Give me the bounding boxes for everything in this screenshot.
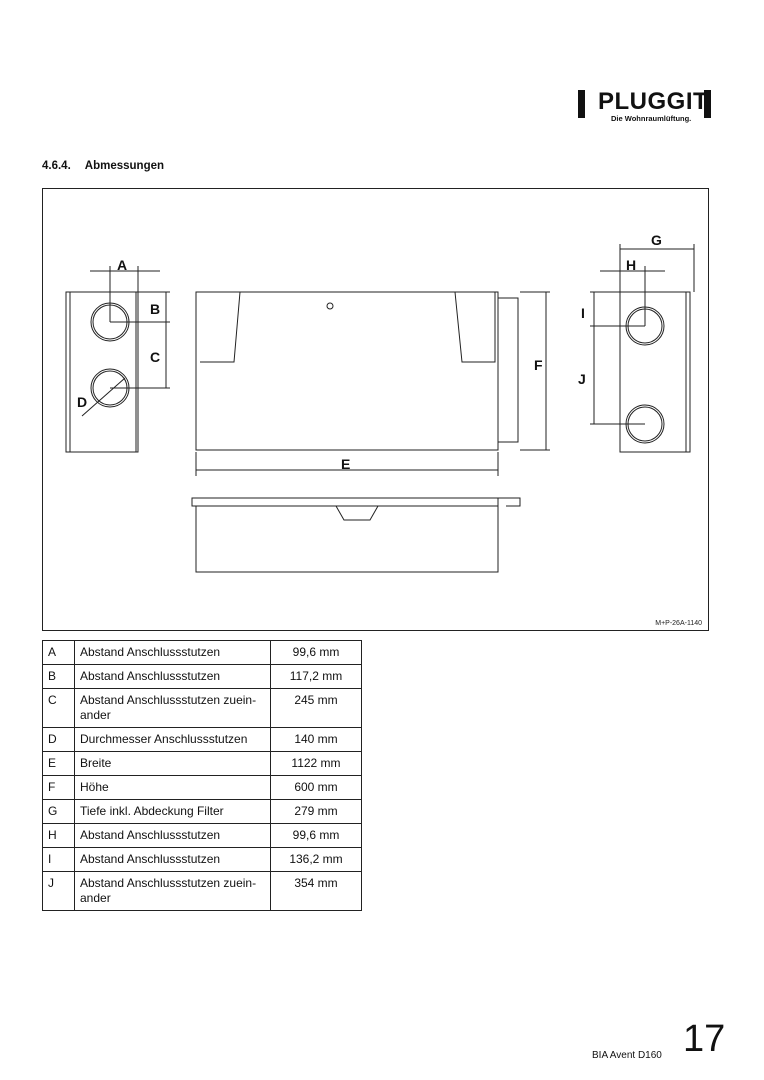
label-E: E	[341, 456, 350, 472]
label-C: C	[150, 349, 160, 365]
dimension-key: E	[42, 751, 75, 776]
drawing-id: M+P-26A-1140	[655, 620, 702, 627]
dimension-value: 1122 mm	[270, 751, 362, 776]
label-F: F	[534, 357, 543, 373]
dimension-description: Abstand Anschlussstutzen	[74, 847, 271, 872]
dimension-drawing: A B C D E F G H I J M+P-26A-1140	[42, 188, 709, 631]
dimension-value: 99,6 mm	[270, 823, 362, 848]
dimension-value: 354 mm	[270, 871, 362, 911]
dimension-key: B	[42, 664, 75, 689]
dimension-key: I	[42, 847, 75, 872]
section-title: Abmessungen	[84, 160, 165, 172]
front-view	[195, 291, 550, 476]
dimension-key: C	[42, 688, 75, 728]
dimension-description: Abstand Anschlussstutzen	[74, 664, 271, 689]
dimension-key: G	[42, 799, 75, 824]
dimension-key: J	[42, 871, 75, 911]
logo-bracket-left	[578, 90, 585, 118]
section-heading: 4.6.4. Abmessungen	[42, 160, 178, 172]
section-number: 4.6.4.	[42, 160, 71, 172]
right-side-view	[590, 244, 695, 453]
footer-product: BIA Avent D160	[592, 1050, 662, 1061]
technical-drawing: A B C D E F G H I J	[65, 232, 695, 573]
dimension-key: D	[42, 727, 75, 752]
label-A: A	[117, 257, 127, 273]
dimension-description: Abstand Anschlussstutzen zuein-ander	[74, 688, 271, 728]
label-H: H	[626, 257, 636, 273]
label-G: G	[651, 232, 662, 248]
logo-brand: PLUGGIT	[598, 88, 709, 115]
label-B: B	[150, 301, 160, 317]
pluggit-logo: PLUGGIT Die Wohnraumlüftung.	[578, 88, 713, 124]
label-D: D	[77, 394, 87, 410]
dimension-value: 600 mm	[270, 775, 362, 800]
left-side-view	[65, 266, 170, 453]
dimension-value: 245 mm	[270, 688, 362, 728]
dimension-value: 136,2 mm	[270, 847, 362, 872]
logo-tagline: Die Wohnraumlüftung.	[611, 114, 692, 123]
dimension-value: 99,6 mm	[270, 640, 362, 665]
dimension-description: Tiefe inkl. Abdeckung Filter	[74, 799, 271, 824]
dimension-description: Abstand Anschlussstutzen	[74, 823, 271, 848]
dimension-key: F	[42, 775, 75, 800]
label-I: I	[581, 305, 585, 321]
bottom-view	[191, 497, 521, 573]
dimension-description: Breite	[74, 751, 271, 776]
label-J: J	[578, 371, 586, 387]
dimension-key: A	[42, 640, 75, 665]
page-number: 17	[683, 1018, 726, 1060]
logo-bracket-right	[704, 90, 711, 118]
dimension-description: Höhe	[74, 775, 271, 800]
dimension-key: H	[42, 823, 75, 848]
dimension-description: Durchmesser Anschlussstutzen	[74, 727, 271, 752]
dimension-description: Abstand Anschlussstutzen	[74, 640, 271, 665]
dimension-value: 279 mm	[270, 799, 362, 824]
dimension-value: 117,2 mm	[270, 664, 362, 689]
dimension-value: 140 mm	[270, 727, 362, 752]
dimension-description: Abstand Anschlussstutzen zuein-ander	[74, 871, 271, 911]
